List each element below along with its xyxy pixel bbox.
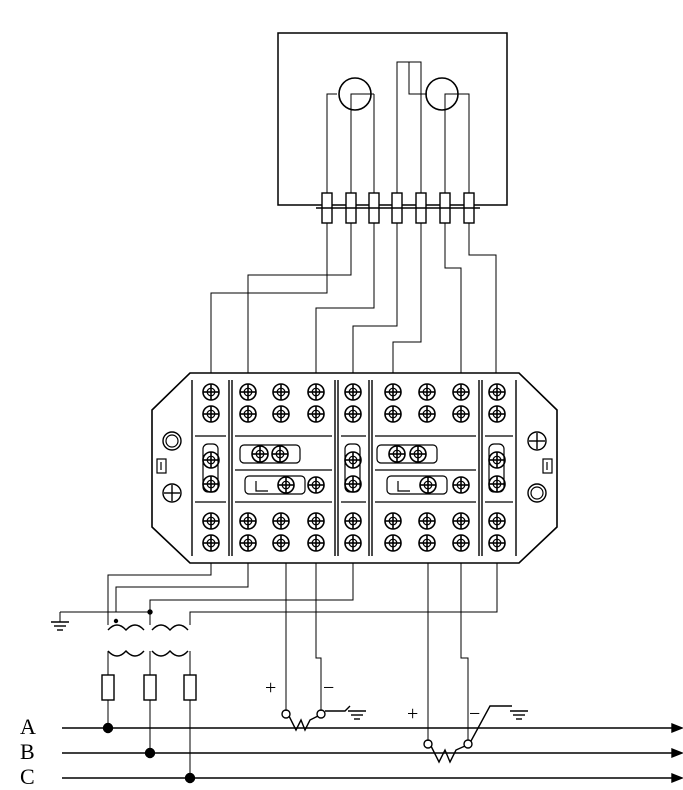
- resistor-icon: [183, 674, 197, 701]
- resistor-icon: [143, 674, 157, 701]
- temperature-sensor-2: [423, 705, 529, 764]
- current-transformer: [50, 609, 197, 784]
- sensor-2-minus-label: −: [469, 703, 480, 725]
- ground-marker-icon: [156, 458, 553, 474]
- meter-element-2-icon: [425, 77, 459, 111]
- meter-box: [277, 32, 508, 224]
- link-switches: [195, 435, 513, 503]
- meter-connector-pins: [316, 192, 480, 224]
- phase-label-b: B: [20, 739, 35, 764]
- resistor-icon: [101, 674, 115, 701]
- mounting-screw-icon: [162, 431, 547, 503]
- sensor-1-minus-label: −: [323, 677, 334, 699]
- meter-element-1-icon: [338, 77, 372, 111]
- phase-label-c: C: [20, 764, 35, 789]
- phase-label-a: A: [20, 714, 36, 739]
- terminal-block: [151, 372, 558, 564]
- sensor-1-plus-label: +: [265, 677, 276, 699]
- meter-to-block-wires: [210, 223, 497, 373]
- phase-lines: [62, 722, 683, 784]
- sensor-2-plus-label: +: [407, 703, 418, 725]
- meter-internal-wiring: [326, 61, 470, 193]
- block-to-field-wires: [107, 563, 498, 740]
- meter-enclosure: [277, 32, 508, 206]
- temperature-sensor-1: [281, 700, 367, 732]
- terminal-block-separators: [191, 380, 517, 556]
